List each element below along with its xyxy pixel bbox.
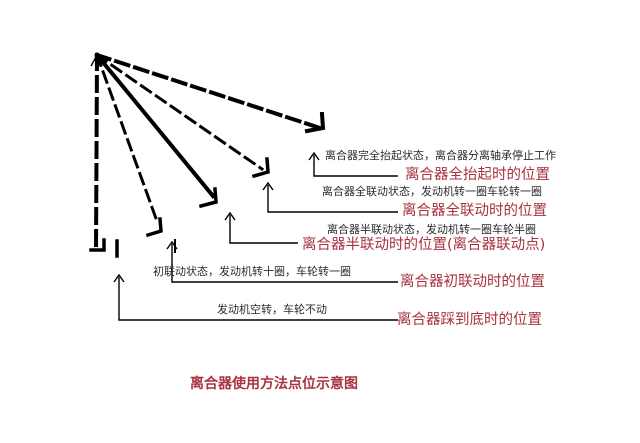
- leader-full-up: [313, 155, 398, 177]
- diagram-caption: 离合器使用方法点位示意图: [190, 376, 358, 392]
- position-label-full-up: 离合器全抬起时的位置: [405, 167, 550, 183]
- state-note-half-engaged: 离合器半联动状态，发动机转一圈车轮半圈: [327, 223, 536, 236]
- arrow-initial-engaged: [166, 240, 178, 250]
- arrow-full-up: [308, 151, 320, 161]
- state-note-full-up: 离合器完全抬起状态，离合器分离轴承停止工作: [325, 149, 556, 162]
- pedal-line-full-engaged: [94, 52, 265, 172]
- pedal-line-floored: [93, 52, 100, 253]
- leader-half-engaged: [229, 215, 298, 244]
- pedal-end-full-engaged: [251, 157, 270, 179]
- position-label-floored: 离合器踩到底时的位置: [397, 312, 542, 328]
- arrow-half-engaged: [224, 211, 236, 221]
- pedal-end-half-engaged: [198, 187, 218, 209]
- pedal-line-half-engaged: [94, 52, 216, 199]
- pedal-end-floored: [89, 238, 106, 252]
- leader-initial-engaged: [171, 244, 398, 283]
- state-note-initial-engaged: 初联动状态，发动机转十圈，车轮转一圈: [153, 265, 351, 278]
- state-note-floored: 发动机空转，车轮不动: [217, 303, 327, 316]
- position-label-full-engaged: 离合器全联动时的位置: [402, 203, 547, 219]
- pedal-end-full-up: [304, 111, 326, 134]
- arrow-pivot: [90, 53, 105, 67]
- pedal-line-full-up: [94, 52, 323, 131]
- arrow-full-engaged: [262, 181, 274, 191]
- position-label-initial-engaged: 离合器初联动时的位置: [400, 274, 545, 290]
- arrow-floored: [113, 273, 125, 283]
- pedal-line-initial-engaged: [95, 53, 160, 226]
- state-note-full-engaged: 离合器全联动状态，发动机转一圈车轮转一圈: [322, 185, 542, 198]
- position-label-half-engaged: 离合器半联动时的位置(离合器联动点): [302, 237, 546, 253]
- leader-full-engaged: [267, 185, 398, 213]
- pedal-end-initial-engaged: [145, 217, 163, 238]
- leader-floored: [118, 277, 398, 321]
